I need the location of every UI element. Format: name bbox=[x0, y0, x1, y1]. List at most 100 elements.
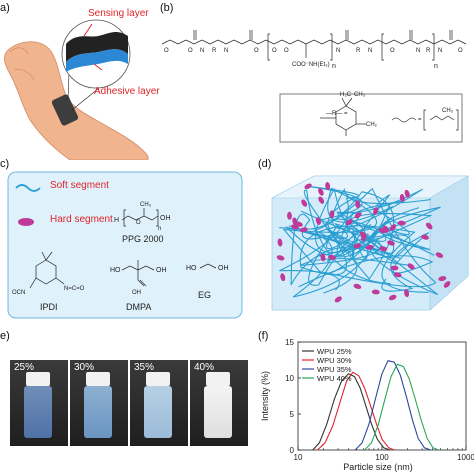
legend-label-4: WPU 40% bbox=[317, 374, 352, 383]
svg-text:O: O bbox=[284, 48, 289, 54]
x-tick-label: 1000 bbox=[457, 453, 474, 462]
eg-oh: OH bbox=[218, 265, 229, 272]
repeat-n1: n bbox=[332, 63, 336, 70]
hard-segment-domain bbox=[379, 246, 388, 252]
hard-segment-domain bbox=[399, 194, 405, 202]
svg-text:O: O bbox=[188, 48, 193, 54]
svg-text:O: O bbox=[164, 48, 169, 54]
ppg-n: n bbox=[158, 226, 161, 232]
hard-segment-domain bbox=[361, 233, 366, 242]
chart-xlabel: Particle size (nm) bbox=[343, 462, 413, 472]
svg-text:CH₃: CH₃ bbox=[442, 108, 454, 114]
series-line-4 bbox=[364, 363, 439, 451]
svg-text:O: O bbox=[254, 48, 259, 54]
ppg-oh: OH bbox=[160, 215, 171, 222]
repeat-n2: n bbox=[434, 63, 438, 70]
svg-text:O: O bbox=[272, 48, 277, 54]
svg-text:CH₂: CH₂ bbox=[366, 122, 378, 128]
hard-segment-domain bbox=[365, 244, 374, 250]
hard-segment-domain bbox=[320, 253, 326, 262]
svg-text:N: N bbox=[368, 48, 372, 54]
soft-segment-chain bbox=[312, 187, 437, 294]
hard-segment-label: Hard segment bbox=[50, 214, 113, 225]
hard-segment-domain bbox=[354, 212, 362, 219]
y-tick-label: 0 bbox=[290, 446, 295, 455]
hard-segment-domain bbox=[301, 199, 308, 207]
hard-segment-domain bbox=[371, 289, 380, 295]
hard-segment-domain bbox=[443, 281, 451, 288]
soft-segment-chain bbox=[279, 185, 363, 291]
svg-text:O: O bbox=[458, 48, 463, 54]
hard-segment-domain bbox=[404, 189, 410, 198]
adhesive-layer-label: Adhesive layer bbox=[94, 86, 160, 97]
hand-icon bbox=[4, 41, 149, 160]
hard-segment-domain bbox=[382, 225, 389, 233]
svg-text:R: R bbox=[356, 48, 361, 54]
hard-segment-domain bbox=[387, 240, 395, 246]
wrist-sensor bbox=[51, 94, 79, 126]
svg-text:H₃C: H₃C bbox=[340, 92, 352, 98]
hard-segment-domain bbox=[388, 294, 397, 301]
hard-segment-domain bbox=[328, 254, 336, 260]
legend-label-1: WPU 25% bbox=[317, 347, 352, 356]
vial-photo-25 bbox=[10, 360, 68, 446]
y-tick-label: 5 bbox=[290, 410, 295, 419]
panel-e-label: e) bbox=[0, 330, 10, 342]
hard-segment-domain bbox=[277, 238, 283, 247]
y-tick-label: 10 bbox=[285, 374, 294, 383]
hard-segment-domain bbox=[315, 217, 322, 225]
ipdi-label: IPDI bbox=[40, 302, 58, 312]
sensing-layer-shape bbox=[66, 31, 128, 62]
panel-f-label: (f) bbox=[258, 330, 269, 342]
series-line-2 bbox=[317, 371, 395, 451]
vial-photo-30 bbox=[70, 360, 128, 446]
hard-segment-domain bbox=[353, 243, 362, 249]
carboxylate-label: COO⁻NH(Et₃) bbox=[292, 62, 330, 68]
svg-text:N=C=O: N=C=O bbox=[64, 286, 85, 292]
svg-text:O: O bbox=[136, 220, 141, 226]
hard-segment-domain bbox=[435, 252, 444, 258]
soft-segment-chain bbox=[317, 187, 432, 257]
svg-text:N: N bbox=[200, 48, 204, 54]
y-tick-label: 15 bbox=[285, 338, 294, 347]
hard-segment-domain bbox=[438, 276, 447, 282]
svg-text:—R— =: —R— = bbox=[326, 111, 348, 117]
vial-photo-strip bbox=[10, 360, 248, 446]
dmpa-ho: HO bbox=[110, 267, 121, 274]
hard-segment-domain bbox=[345, 219, 353, 226]
hard-segment-domain bbox=[355, 200, 361, 209]
svg-text:CH₃: CH₃ bbox=[354, 92, 366, 98]
eg-label: EG bbox=[198, 290, 212, 300]
vial-label-25: 25% bbox=[14, 362, 35, 373]
panel-c-label: c) bbox=[0, 158, 10, 170]
hard-segment-domain bbox=[353, 283, 362, 290]
hard-segment-domain bbox=[334, 296, 342, 303]
svg-text:N: N bbox=[416, 48, 420, 54]
wrist-sensor-illustration bbox=[4, 19, 149, 160]
hard-segment-domain bbox=[287, 211, 292, 220]
segment-components-box: H O OH n CH₃ OCN N=C=O HO OH OH HO OH bbox=[7, 171, 243, 319]
chart-ylabel: Intensity (%) bbox=[260, 371, 270, 421]
svg-text:N: N bbox=[336, 48, 340, 54]
hard-segment-icon bbox=[18, 218, 34, 226]
x-tick-label: 100 bbox=[375, 453, 389, 462]
panel-d-label: (d) bbox=[258, 158, 272, 170]
panel-b-label: (b) bbox=[160, 2, 174, 14]
hard-segment-domain bbox=[404, 289, 410, 298]
soft-segment-label: Soft segment bbox=[50, 180, 109, 191]
ppg-h: H bbox=[114, 217, 119, 224]
dmpa-label: DMPA bbox=[126, 302, 152, 312]
hard-segment-domain bbox=[373, 207, 379, 215]
svg-text:R: R bbox=[426, 48, 431, 54]
panel-a-label: a) bbox=[0, 2, 10, 14]
svg-text:R: R bbox=[212, 48, 217, 54]
hard-segment-domain bbox=[299, 227, 308, 233]
hard-segment-domain bbox=[329, 210, 335, 219]
hard-segment-domain bbox=[325, 182, 331, 190]
ppg-label: PPG 2000 bbox=[122, 234, 164, 244]
vial-label-35: 35% bbox=[134, 362, 155, 373]
ipdi-ocn: OCN bbox=[12, 290, 25, 296]
sensing-layer-label: Sensing layer bbox=[88, 8, 149, 19]
hard-segment-domain bbox=[421, 234, 430, 240]
